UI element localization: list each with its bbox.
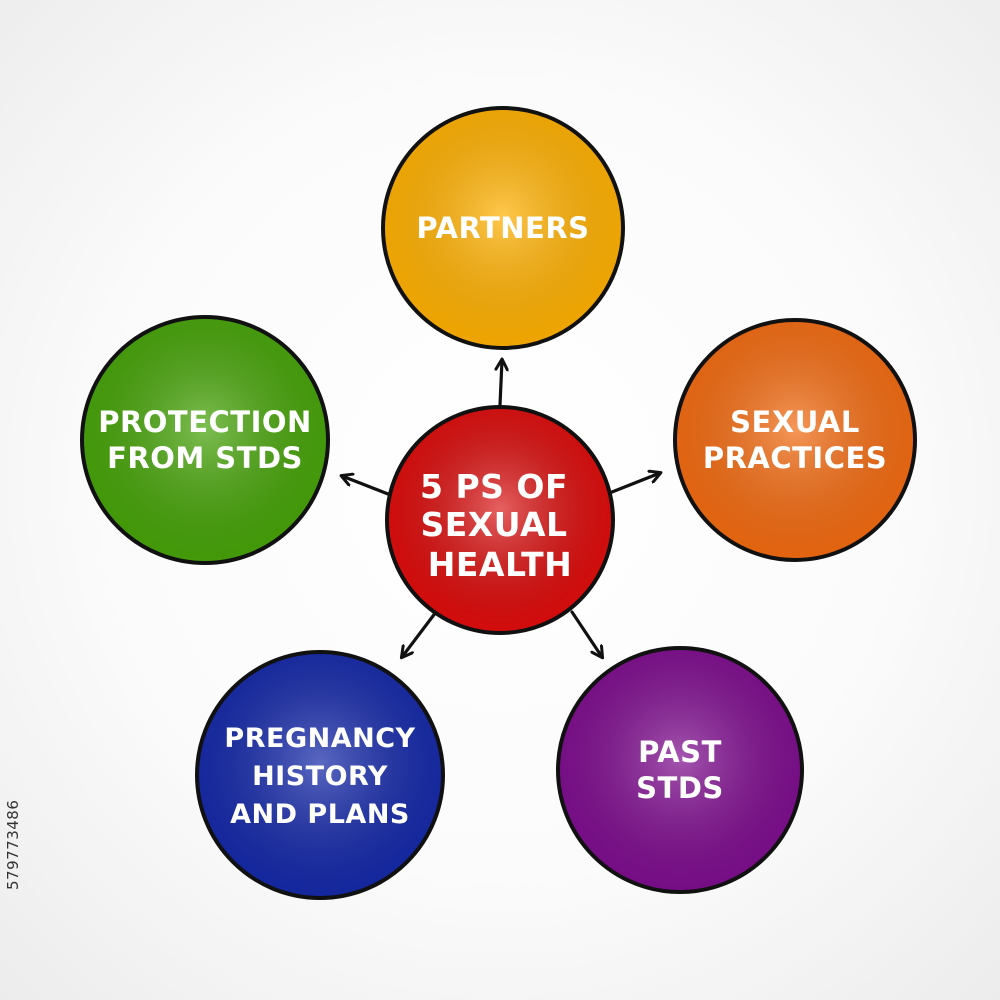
- node-label-line: PAST: [638, 735, 722, 769]
- node-label-line: HISTORY: [252, 761, 388, 792]
- node-partners: PARTNERS: [381, 106, 625, 350]
- center-node: 5 PS OF SEXUAL HEALTH: [385, 405, 615, 635]
- arrow-to-past-stds: [570, 610, 602, 657]
- center-highlight: [389, 409, 611, 631]
- center-line-3: HEALTH: [428, 545, 572, 584]
- center-line-2: SEXUAL: [420, 505, 567, 544]
- node-label-partners: PARTNERS: [416, 211, 589, 245]
- node-pregnancy: PREGNANCY HISTORY AND PLANS: [195, 650, 445, 900]
- node-label-line: PROTECTION: [98, 405, 312, 439]
- arrow-to-protection: [342, 476, 390, 496]
- node-label-line: PRACTICES: [703, 441, 887, 475]
- node-label-line: PARTNERS: [416, 211, 589, 245]
- node-highlight-past-stds: [560, 650, 800, 890]
- node-label-line: SEXUAL: [730, 405, 860, 439]
- node-label-line: PREGNANCY: [224, 723, 415, 754]
- node-label-line: AND PLANS: [230, 799, 410, 830]
- center-line-1: 5 PS OF: [420, 467, 568, 506]
- arrow-to-pregnancy: [402, 610, 438, 657]
- node-highlight-sexual-practices: [677, 322, 913, 558]
- arrow-to-sexual-practices: [610, 473, 660, 494]
- node-label-line: STDS: [636, 771, 724, 805]
- node-highlight-pregnancy: [199, 654, 441, 896]
- node-highlight-protection: [84, 319, 326, 561]
- node-label-line: FROM STDS: [107, 441, 303, 475]
- arrow-to-partners: [500, 360, 502, 407]
- center-title: 5 PS OF SEXUAL HEALTH: [420, 467, 580, 584]
- connector-arrows: [342, 360, 660, 657]
- node-label-pregnancy: PREGNANCY HISTORY AND PLANS: [224, 723, 415, 830]
- node-highlight-partners: [385, 110, 621, 346]
- stock-image-id: 579773486: [4, 799, 22, 890]
